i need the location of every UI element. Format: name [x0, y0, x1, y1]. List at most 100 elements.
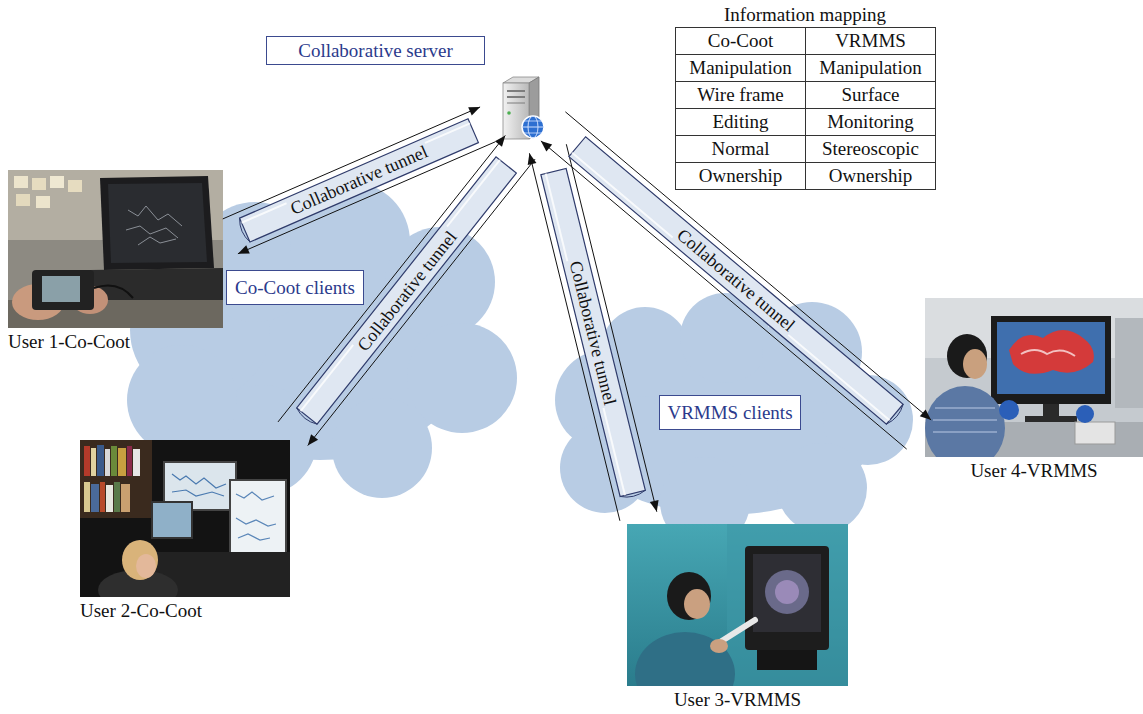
decor-shape — [108, 183, 207, 263]
table-cell-text: Monitoring — [827, 111, 914, 133]
arrow-head — [308, 434, 318, 445]
decor-shape — [522, 116, 544, 138]
decor-shape — [507, 96, 525, 98]
table-cell: Stereoscopic — [806, 136, 936, 163]
decor-shape — [152, 502, 192, 538]
decor-shape — [136, 554, 156, 578]
decor-shape — [1115, 318, 1143, 408]
decor-shape — [111, 446, 117, 476]
user-photo — [627, 524, 848, 686]
decor-shape — [236, 492, 276, 540]
user-photo-node: User 4-VRMMS — [925, 298, 1143, 482]
decor-shape — [114, 482, 120, 512]
table-cell-text: Manipulation — [689, 57, 791, 79]
user-photo — [80, 440, 290, 597]
client-group-box: VRMMS clients — [659, 395, 801, 430]
decor-shape — [765, 570, 809, 614]
decor-shape — [32, 270, 94, 310]
decor-shape — [507, 90, 525, 92]
tube-end — [886, 404, 903, 424]
server-icon — [495, 75, 547, 141]
photo-caption: User 3-VRMMS — [627, 689, 848, 711]
decor-shape — [999, 400, 1019, 420]
user-photo — [8, 170, 223, 328]
decor-shape — [1076, 405, 1094, 423]
table-cell: Ownership — [806, 163, 936, 190]
decor-shape — [524, 121, 542, 122]
table-cell-text: Ownership — [829, 165, 912, 187]
decor-shape — [106, 485, 113, 512]
decor-shape — [36, 196, 50, 208]
table-cell-text: Co-Coot — [708, 30, 773, 52]
table-cell: Monitoring — [806, 109, 936, 136]
decor-shape — [997, 322, 1105, 394]
table-cell: Editing — [676, 109, 806, 136]
table-cell-text: Wire frame — [697, 84, 783, 106]
decor-shape — [127, 345, 237, 455]
decor-shape — [42, 276, 80, 302]
table-cell: Manipulation — [806, 55, 936, 82]
decor-shape — [91, 484, 99, 512]
table-cell: Manipulation — [676, 55, 806, 82]
decor-shape — [925, 386, 1005, 457]
arrow-head — [495, 135, 505, 146]
decor-shape — [710, 639, 728, 653]
table-cell: Wire frame — [676, 82, 806, 109]
arrow-head — [541, 141, 552, 152]
decor-shape — [507, 103, 525, 104]
decor-shape — [127, 446, 132, 476]
tube-highlight — [572, 153, 890, 421]
decor-shape — [32, 178, 46, 190]
server-node: Collaborative server — [495, 75, 547, 141]
server-label: Collaborative server — [298, 40, 453, 62]
decor-shape — [14, 176, 28, 188]
decor-shape — [230, 480, 286, 554]
client-group-box: Co-Coot clients — [226, 270, 364, 305]
photo-caption: User 4-VRMMS — [925, 460, 1143, 482]
photo-caption: User 1-Co-Coot — [8, 331, 223, 353]
table-cell-text: Manipulation — [819, 57, 921, 79]
decor-shape — [16, 194, 30, 206]
decor-shape — [100, 176, 214, 270]
user-photo-node: User 3-VRMMS — [627, 524, 848, 712]
user-photo-node: User 2-Co-Coot — [80, 440, 290, 622]
decor-shape — [68, 180, 82, 192]
decor-shape — [121, 484, 130, 512]
arrow-head — [920, 409, 931, 420]
tunnel-tube — [541, 169, 645, 497]
decor-shape — [118, 448, 126, 476]
table-cell: Surface — [806, 82, 936, 109]
decor-shape — [684, 589, 710, 619]
arrow-head — [238, 245, 250, 254]
decor-shape — [50, 176, 64, 188]
server-label-box: Collaborative server — [266, 36, 485, 65]
decor-shape — [667, 572, 711, 620]
table-cell-text: Normal — [711, 138, 769, 160]
decor-shape — [524, 133, 542, 134]
decor-shape — [94, 286, 133, 298]
decor-shape — [80, 440, 290, 597]
decor-shape — [635, 632, 735, 686]
table-cell: Normal — [676, 136, 806, 163]
decor-shape — [933, 408, 997, 432]
table-title: Information mapping — [675, 4, 935, 26]
group-label: Co-Coot clients — [235, 277, 355, 299]
decor-shape — [407, 323, 517, 433]
tube-end — [240, 218, 250, 242]
decor-shape — [991, 316, 1111, 404]
decor-shape — [1075, 422, 1115, 444]
decor-shape — [1025, 416, 1077, 422]
decor-shape — [8, 170, 223, 328]
decor-shape — [775, 580, 799, 604]
user-photo-node: User 1-Co-Coot — [8, 170, 223, 353]
decor-shape — [1021, 350, 1075, 356]
arrow-head — [528, 153, 537, 165]
user-photo — [925, 298, 1143, 457]
decor-shape — [133, 449, 140, 476]
table-cell: VRMMS — [806, 28, 936, 55]
decor-shape — [100, 482, 105, 512]
decor-shape — [745, 546, 829, 650]
decor-shape — [80, 440, 152, 518]
table-cell: Ownership — [676, 163, 806, 190]
decor-shape — [91, 448, 96, 476]
